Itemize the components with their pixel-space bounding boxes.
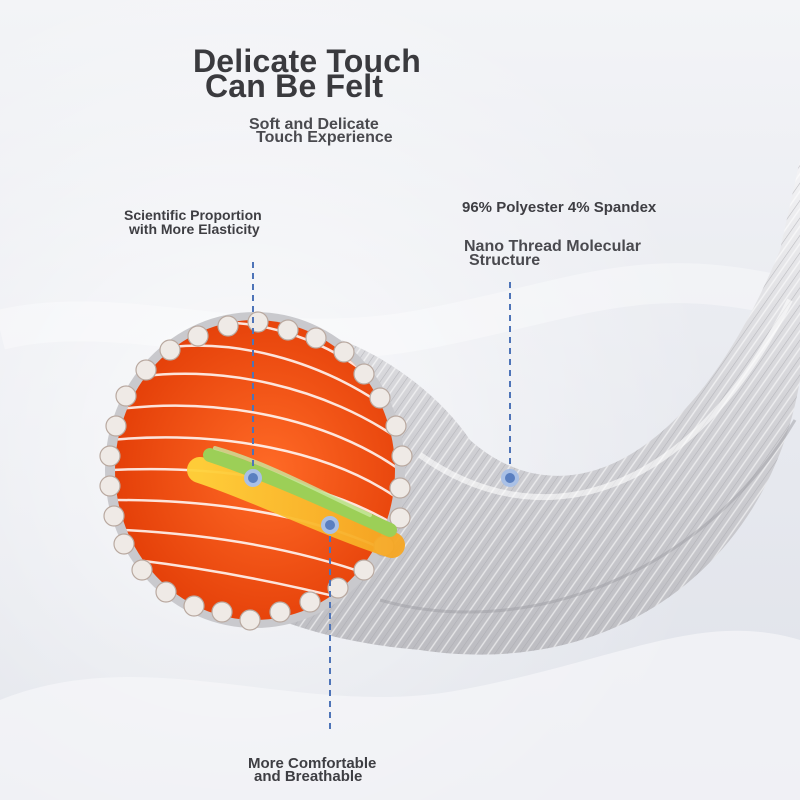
callout-comfort-line-1: More Comfortable [248,755,377,772]
marker-comfort [321,516,339,534]
marker-structure [501,469,519,487]
callout-leaders [244,262,519,730]
marker-elasticity [244,469,262,487]
callout-comfort-line-2: and Breathable [254,768,363,785]
callout-structure-line-2: Structure [469,252,541,269]
headline-line-1: Delicate Touch [193,43,422,79]
callout-material: 96% Polyester 4% Spandex [462,199,657,216]
subheadline-line-1: Soft and Delicate [249,116,379,133]
headline-line-2: Can Be Felt [205,68,384,104]
callout-elasticity-line-2: with More Elasticity [129,221,260,237]
callout-elasticity-line-1: Scientific Proportion [124,207,262,223]
callout-structure-line-1: Nano Thread Molecular [464,238,641,255]
strand-end-ring [99,311,413,631]
inner-spandex-threads [187,446,405,558]
subheadline-line-2: Touch Experience [256,129,393,146]
